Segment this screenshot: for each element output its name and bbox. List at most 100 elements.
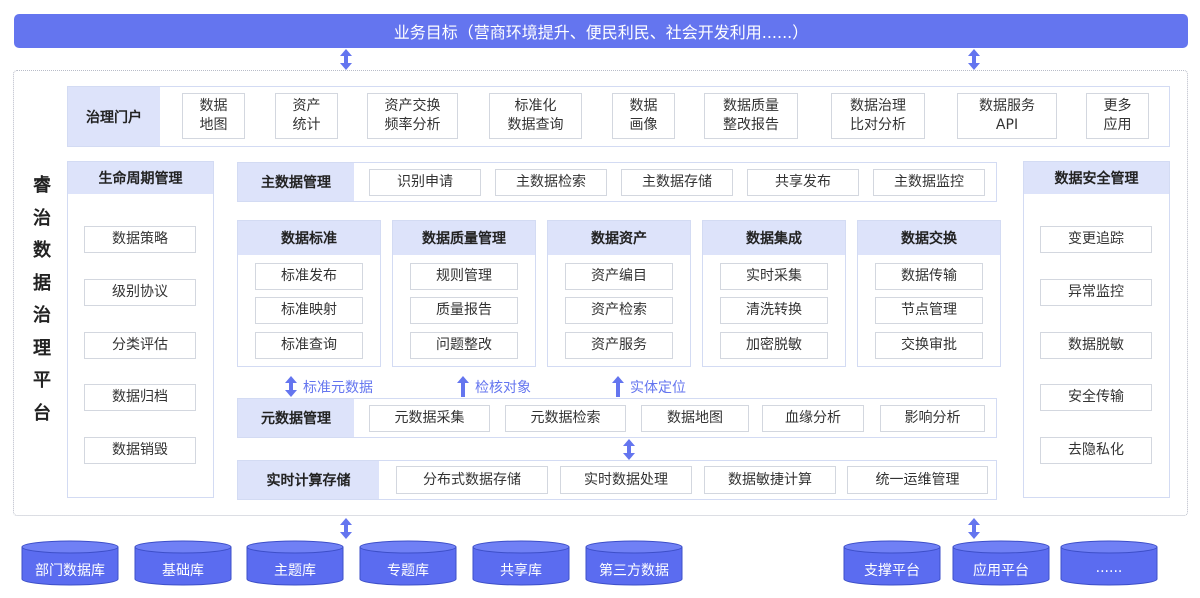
module-item[interactable]: 标准查询 [255,332,363,359]
module-item[interactable]: 实时采集 [720,263,828,290]
module-item[interactable]: 规则管理 [410,263,518,290]
portal-title: 治理门户 [68,87,160,146]
database-cylinder: 第三方数据 [585,540,683,586]
master-item[interactable]: 识别申请 [369,169,481,196]
lifecycle-item[interactable]: 数据归档 [84,384,196,411]
module-item[interactable]: 交换审批 [875,332,983,359]
database-icon [843,540,941,586]
realtime-item[interactable]: 实时数据处理 [560,466,692,494]
lifecycle-item[interactable]: 数据策略 [84,226,196,253]
link-label-text: 标准元数据 [303,379,373,396]
platform-title-char: 数 [33,240,51,261]
portal-item[interactable]: 数据画像 [612,93,675,139]
realtime-item[interactable]: 分布式数据存储 [396,466,548,494]
meta-item[interactable]: 元数据检索 [505,405,626,432]
master-item[interactable]: 共享发布 [747,169,859,196]
link-entity-locate: 实体定位 [612,376,686,397]
module-data-standard: 数据标准 标准发布 标准映射 标准查询 [237,220,381,367]
portal-item[interactable]: 资产统计 [275,93,338,139]
realtime-item[interactable]: 数据敏捷计算 [704,466,836,494]
platform-cylinder: ...... [1060,540,1158,586]
database-cylinder: 部门数据库 [21,540,119,586]
portal-item[interactable]: 数据地图 [182,93,245,139]
master-item[interactable]: 主数据存储 [621,169,733,196]
platform-label: ...... [1095,560,1123,576]
governance-portal-panel: 治理门户 数据地图 资产统计 资产交换频率分析 标准化数据查询 数据画像 数据质… [67,86,1170,147]
meta-title: 元数据管理 [238,399,354,437]
module-item[interactable]: 节点管理 [875,297,983,324]
database-cylinder: 主题库 [246,540,344,586]
database-icon [134,540,232,586]
lifecycle-item[interactable]: 分类评估 [84,332,196,359]
database-cylinder: 基础库 [134,540,232,586]
lifecycle-item[interactable]: 数据销毁 [84,437,196,464]
database-label: 主题库 [274,563,316,579]
module-title: 数据资产 [548,221,690,255]
database-icon [21,540,119,586]
module-item[interactable]: 资产服务 [565,332,673,359]
module-data-exchange: 数据交换 数据传输 节点管理 交换审批 [857,220,1001,367]
meta-item[interactable]: 影响分析 [880,405,985,432]
module-item[interactable]: 加密脱敏 [720,332,828,359]
database-icon [472,540,570,586]
module-item[interactable]: 清洗转换 [720,297,828,324]
business-goal-banner: 业务目标（营商环境提升、便民利民、社会开发利用......） [14,14,1188,48]
up-arrow-icon [457,376,469,397]
double-arrow-icon [968,518,980,539]
realtime-item[interactable]: 统一运维管理 [847,466,988,494]
module-item[interactable]: 标准发布 [255,263,363,290]
portal-item[interactable]: 资产交换频率分析 [367,93,458,139]
portal-item[interactable]: 数据治理比对分析 [831,93,925,139]
module-title: 数据交换 [858,221,1000,255]
meta-item[interactable]: 血缘分析 [762,405,864,432]
master-item[interactable]: 主数据检索 [495,169,607,196]
database-label: 部门数据库 [35,563,105,579]
meta-item[interactable]: 元数据采集 [369,405,490,432]
database-icon [952,540,1050,586]
module-item[interactable]: 标准映射 [255,297,363,324]
platform-title-char: 理 [33,337,51,359]
master-title: 主数据管理 [238,163,354,201]
security-item[interactable]: 数据脱敏 [1040,332,1152,359]
module-item[interactable]: 资产检索 [565,297,673,324]
database-label: 第三方数据 [599,563,669,579]
security-title: 数据安全管理 [1024,162,1169,194]
double-arrow-icon [340,518,352,539]
module-item[interactable]: 资产编目 [565,263,673,290]
portal-item[interactable]: 标准化数据查询 [489,93,582,139]
portal-item[interactable]: 更多应用 [1086,93,1149,139]
lifecycle-title: 生命周期管理 [68,162,213,194]
master-item[interactable]: 主数据监控 [873,169,985,196]
module-item[interactable]: 质量报告 [410,297,518,324]
platform-title: 睿 治 数 据 治 理 平 台 [26,170,58,430]
platform-title-char: 睿 [33,175,51,196]
security-item[interactable]: 去隐私化 [1040,437,1152,464]
realtime-compute-panel: 实时计算存储 分布式数据存储 实时数据处理 数据敏捷计算 统一运维管理 [237,460,997,500]
double-arrow-icon [285,376,297,397]
link-check-object: 检核对象 [457,376,531,397]
up-arrow-icon [612,376,624,397]
platform-label: 应用平台 [973,563,1029,579]
database-icon [1060,540,1158,586]
platform-title-char: 平 [33,370,51,391]
security-item[interactable]: 异常监控 [1040,279,1152,306]
lifecycle-item[interactable]: 级别协议 [84,279,196,306]
portal-item[interactable]: 数据质量整改报告 [704,93,798,139]
module-title: 数据标准 [238,221,380,255]
database-icon [585,540,683,586]
platform-title-char: 治 [33,305,51,326]
link-standard-metadata: 标准元数据 [285,376,373,397]
data-security-panel: 数据安全管理 变更追踪 异常监控 数据脱敏 安全传输 去隐私化 [1023,161,1170,498]
platform-cylinder: 应用平台 [952,540,1050,586]
platform-frame [13,70,1188,516]
meta-item[interactable]: 数据地图 [641,405,749,432]
security-item[interactable]: 安全传输 [1040,384,1152,411]
platform-title-char: 台 [33,402,51,424]
security-item[interactable]: 变更追踪 [1040,226,1152,253]
metadata-panel: 元数据管理 元数据采集 元数据检索 数据地图 血缘分析 影响分析 [237,398,997,438]
module-item[interactable]: 问题整改 [410,332,518,359]
platform-cylinder: 支撑平台 [843,540,941,586]
module-item[interactable]: 数据传输 [875,263,983,290]
database-label: 共享库 [500,563,542,579]
